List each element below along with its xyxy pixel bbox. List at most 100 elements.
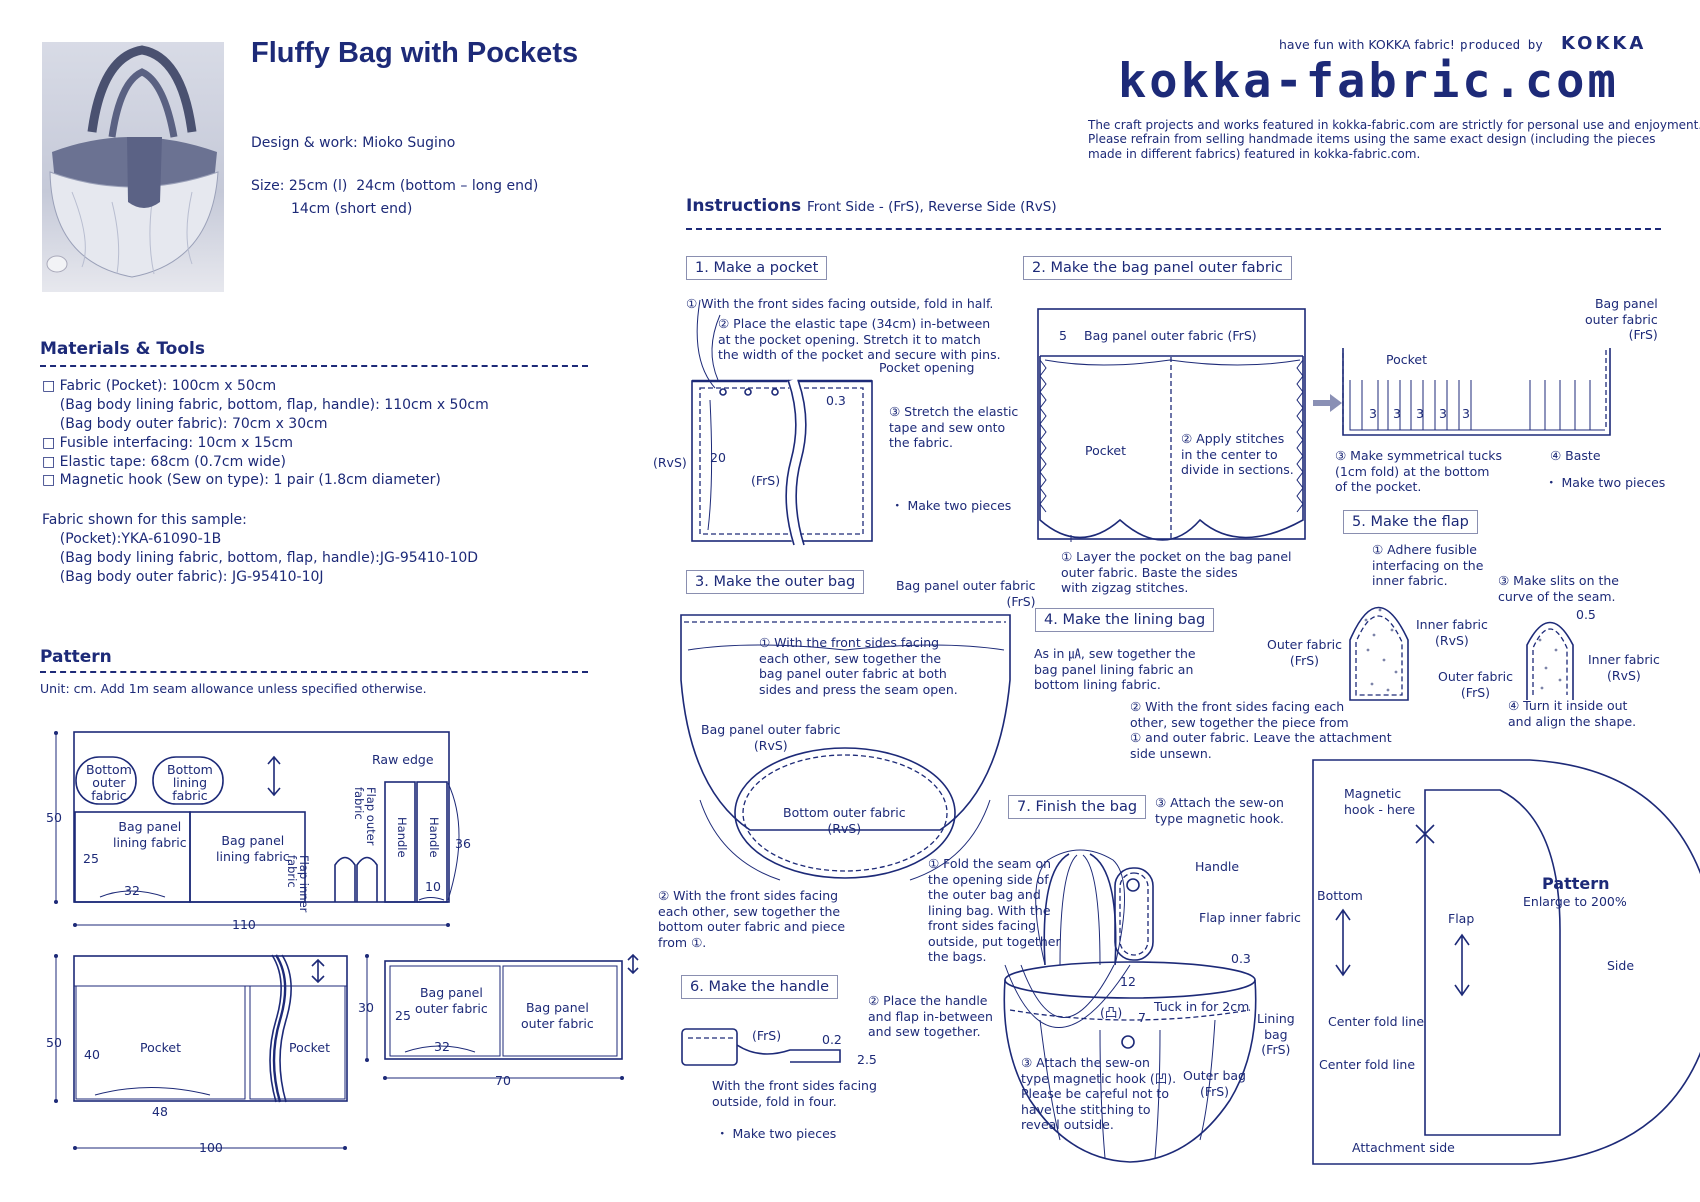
step-2-outer-right: Bag panel outer fabric (FrS) bbox=[1585, 296, 1658, 342]
step-6-dim-25: 2.5 bbox=[857, 1052, 877, 1067]
produced-by: produced by bbox=[1460, 37, 1543, 52]
step-1-dim-03: 0.3 bbox=[826, 393, 846, 408]
materials-divider bbox=[40, 365, 588, 367]
step-4-title: 4. Make the lining bag bbox=[1035, 608, 1215, 632]
label-bag-panel-outer-1: Bag panel outer fabric bbox=[415, 985, 488, 1016]
step-1-frs: (FrS) bbox=[751, 473, 781, 488]
step-2-dim-5: 5 bbox=[1059, 328, 1067, 343]
materials-heading: Materials & Tools bbox=[40, 339, 205, 359]
instructions-divider bbox=[686, 228, 1661, 230]
step-5-note-4: ④ Turn it inside out and align the shape… bbox=[1508, 698, 1637, 729]
step-2-layer-note: ① Layer the pocket on the bag panel oute… bbox=[1061, 549, 1292, 595]
template-center-fold-2: Center fold line bbox=[1319, 1057, 1416, 1072]
dim-110: 110 bbox=[232, 917, 256, 932]
step-1-title: 1. Make a pocket bbox=[686, 256, 828, 280]
pattern-unit-note: Unit: cm. Add 1m seam allowance unless s… bbox=[40, 681, 427, 696]
step-2-tuck-5: 3 bbox=[1462, 406, 1470, 421]
bag-photo bbox=[42, 42, 224, 292]
site-logo: kokka-fabric.com bbox=[1118, 54, 1619, 109]
step-6-dim-02: 0.2 bbox=[822, 1032, 842, 1047]
step-7-flap-inner: Flap inner fabric bbox=[1199, 910, 1301, 925]
step-5-title: 5. Make the flap bbox=[1343, 510, 1478, 534]
materials-list: □ Fabric (Pocket): 100cm x 50cm (Bag bod… bbox=[42, 378, 489, 489]
step-3-note-1: ① With the front sides facing each other… bbox=[759, 635, 958, 697]
step-2-pocket-right: Pocket bbox=[1386, 352, 1427, 367]
step-3-title: 3. Make the outer bag bbox=[686, 570, 865, 594]
step-1-dim-20: 20 bbox=[710, 450, 726, 465]
template-enlarge: Enlarge to 200% bbox=[1523, 894, 1627, 909]
sample-fabrics: Fabric shown for this sample: (Pocket):Y… bbox=[42, 512, 479, 585]
label-pocket-1: Pocket bbox=[140, 1040, 181, 1055]
label-bottom-lining: Bottom lining fabric bbox=[167, 762, 213, 804]
dim-50-lower: 50 bbox=[46, 1035, 62, 1050]
dim-50-upper: 50 bbox=[46, 810, 62, 825]
step-1-note-3: ③ Stretch the elastic tape and sew onto … bbox=[889, 404, 1019, 450]
label-bag-panel-lining-2: Bag panel lining fabric bbox=[216, 833, 290, 864]
step-7-handle: Handle bbox=[1195, 859, 1240, 874]
step-2-tuck-3: 3 bbox=[1416, 406, 1424, 421]
step-6-frs: (FrS) bbox=[752, 1028, 782, 1043]
label-pocket-2: Pocket bbox=[289, 1040, 330, 1055]
label-raw-edge: Raw edge bbox=[372, 752, 434, 767]
step-3-note-2: ② With the front sides facing each other… bbox=[658, 888, 846, 950]
step-5-note-2: ② With the front sides facing each other… bbox=[1130, 699, 1392, 761]
step-2-tucks-note: ③ Make symmetrical tucks (1cm fold) at t… bbox=[1335, 448, 1502, 494]
step-4-text: As in ㎂, sew together the bag panel lini… bbox=[1034, 646, 1196, 692]
step-7-tuck: Tuck in for 2cm bbox=[1154, 999, 1250, 1014]
pattern-layout-drawing bbox=[54, 731, 639, 1150]
step-6-text: With the front sides facing outside, fol… bbox=[712, 1078, 877, 1109]
dim-40: 40 bbox=[84, 1047, 100, 1062]
dim-36: 36 bbox=[455, 836, 471, 851]
step-2-pocket-label: Pocket bbox=[1085, 443, 1126, 458]
step-7-mark: (凸) bbox=[1100, 1005, 1123, 1020]
page-title: Fluffy Bag with Pockets bbox=[251, 37, 579, 69]
template-bottom: Bottom bbox=[1317, 888, 1363, 903]
template-magnetic: Magnetic hook - here bbox=[1344, 786, 1416, 817]
instructions-legend: Front Side - (FrS), Reverse Side (RvS) bbox=[807, 199, 1057, 215]
step-5-note-1: ① Adhere fusible interfacing on the inne… bbox=[1372, 542, 1484, 588]
step-7-note-1: ① Fold the seam on the opening side of t… bbox=[928, 856, 1061, 964]
dim-70: 70 bbox=[495, 1073, 511, 1088]
dim-32-lower: 32 bbox=[434, 1039, 450, 1054]
step-1-note-2: ② Place the elastic tape (34cm) in-betwe… bbox=[718, 316, 1001, 362]
step-5-note-3: ③ Make slits on the curve of the seam. bbox=[1498, 573, 1619, 604]
step-5-outer-1: Outer fabric (FrS) bbox=[1267, 637, 1342, 668]
usage-notice: The craft projects and works featured in… bbox=[1088, 118, 1700, 161]
step-6-title: 6. Make the handle bbox=[681, 975, 839, 999]
step-7-note-3b: ③ Attach the sew-on type magnetic hook (… bbox=[1021, 1055, 1177, 1132]
step-2-two-pieces: ・ Make two pieces bbox=[1545, 475, 1666, 490]
step-7-dim-12: 12 bbox=[1120, 974, 1136, 989]
tagline: have fun with KOKKA fabric! bbox=[1279, 37, 1455, 52]
template-pattern-title: Pattern bbox=[1542, 874, 1610, 893]
dim-32-upper: 32 bbox=[124, 883, 140, 898]
step-7-note-2: ② Place the handle and flap in-between a… bbox=[868, 993, 993, 1039]
step-1-two-pieces: ・ Make two pieces bbox=[891, 498, 1012, 513]
pattern-divider bbox=[40, 671, 588, 673]
label-bottom-outer: Bottom outer fabric bbox=[86, 762, 132, 804]
step-7-title: 7. Finish the bag bbox=[1008, 795, 1147, 819]
size-line-1: Size: 25cm (l) 24cm (bottom – long end) bbox=[251, 178, 539, 194]
step-2-outer-label: Bag panel outer fabric (FrS) bbox=[1084, 328, 1257, 343]
step-5-inner-2: Inner fabric (RvS) bbox=[1588, 652, 1660, 683]
template-center-fold-1: Center fold line bbox=[1328, 1014, 1425, 1029]
pattern-heading: Pattern bbox=[40, 647, 112, 667]
label-bag-panel-lining-1: Bag panel lining fabric bbox=[113, 819, 187, 850]
step-2-baste: ④ Baste bbox=[1550, 448, 1601, 463]
step-2-tuck-4: 3 bbox=[1439, 406, 1447, 421]
step-2-tuck-2: 3 bbox=[1393, 406, 1401, 421]
step-7-note-3a: ③ Attach the sew-on type magnetic hook. bbox=[1155, 795, 1284, 826]
dim-25-lower: 25 bbox=[395, 1008, 411, 1023]
dim-10: 10 bbox=[425, 879, 441, 894]
step-5-dim-05: 0.5 bbox=[1576, 607, 1596, 622]
dim-48: 48 bbox=[152, 1104, 168, 1119]
step-3-outer-rvs: Bag panel outer fabric (RvS) bbox=[701, 722, 841, 753]
instructions-heading: Instructions bbox=[686, 196, 802, 216]
step-3-outer-frs: Bag panel outer fabric (FrS) bbox=[896, 578, 1036, 609]
step-2-title: 2. Make the bag panel outer fabric bbox=[1023, 256, 1292, 280]
step-2-apply-note: ② Apply stitches in the center to divide… bbox=[1181, 431, 1294, 477]
step-6-two-pieces: ・ Make two pieces bbox=[716, 1126, 837, 1141]
label-bag-panel-outer-2: Bag panel outer fabric bbox=[521, 1000, 594, 1031]
step-7-outer: Outer bag (FrS) bbox=[1183, 1068, 1246, 1099]
dim-100: 100 bbox=[199, 1140, 223, 1155]
